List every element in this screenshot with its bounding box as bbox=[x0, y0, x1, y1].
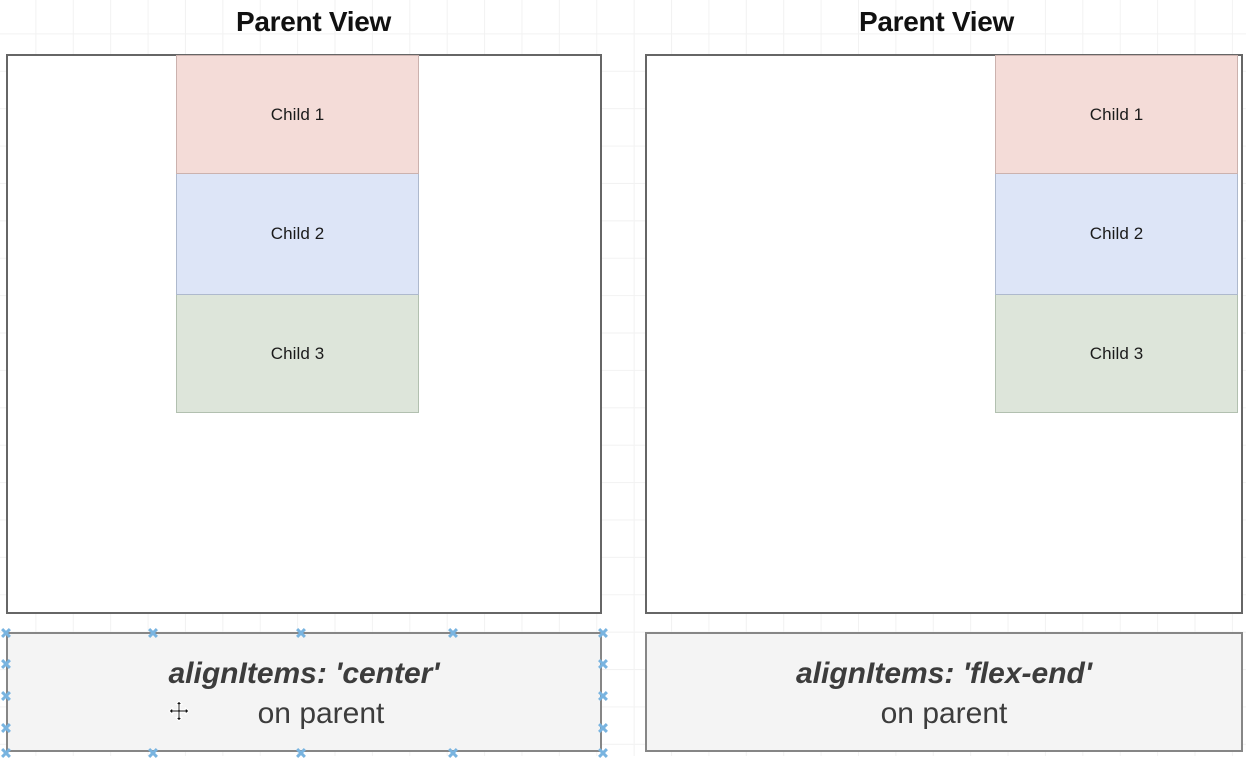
resize-handle-icon[interactable] bbox=[0, 627, 11, 638]
resize-handle-icon[interactable] bbox=[597, 690, 608, 701]
diagram-panel-flex-end: Parent View Child 1 Child 2 Child 3 alig… bbox=[623, 0, 1246, 756]
caption-property-right: alignItems: 'flex-end' bbox=[796, 657, 1092, 690]
caption-target-right: on parent bbox=[880, 697, 1008, 730]
child-box-2[interactable]: Child 2 bbox=[995, 174, 1238, 295]
resize-handle-icon[interactable] bbox=[147, 627, 158, 638]
diagram-panel-center: Parent View Child 1 Child 2 Child 3 alig… bbox=[0, 0, 623, 756]
caption-property-left: alignItems: 'center' bbox=[168, 657, 440, 690]
resize-handle-icon[interactable] bbox=[0, 722, 11, 733]
child-box-1-label: Child 1 bbox=[1089, 104, 1144, 124]
resize-handle-icon[interactable] bbox=[597, 722, 608, 733]
caption-target-left: on parent bbox=[257, 697, 385, 730]
children-stack-right: Child 1 Child 2 Child 3 bbox=[995, 55, 1238, 413]
child-box-2[interactable]: Child 2 bbox=[176, 174, 419, 295]
resize-handle-icon[interactable] bbox=[597, 627, 608, 638]
child-box-1[interactable]: Child 1 bbox=[995, 55, 1238, 174]
caption-box-right[interactable]: alignItems: 'flex-end' on parent bbox=[645, 632, 1243, 752]
resize-handle-icon[interactable] bbox=[147, 747, 158, 758]
resize-handle-icon[interactable] bbox=[447, 627, 458, 638]
resize-handle-icon[interactable] bbox=[295, 747, 306, 758]
resize-handle-icon[interactable] bbox=[447, 747, 458, 758]
caption-box-left[interactable]: alignItems: 'center' on parent bbox=[6, 632, 602, 752]
resize-handle-icon[interactable] bbox=[597, 747, 608, 758]
resize-handle-icon[interactable] bbox=[295, 627, 306, 638]
child-box-3-label: Child 3 bbox=[1089, 343, 1144, 363]
child-box-1-label: Child 1 bbox=[270, 104, 325, 124]
child-box-1[interactable]: Child 1 bbox=[176, 55, 419, 174]
resize-handle-icon[interactable] bbox=[0, 690, 11, 701]
resize-handle-icon[interactable] bbox=[0, 658, 11, 669]
panel-title-left: Parent View bbox=[236, 6, 391, 37]
child-box-3[interactable]: Child 3 bbox=[176, 295, 419, 413]
child-box-2-label: Child 2 bbox=[270, 224, 325, 243]
panel-title-right: Parent View bbox=[859, 6, 1014, 37]
child-box-2-label: Child 2 bbox=[1089, 224, 1144, 243]
move-cursor-icon bbox=[168, 700, 190, 722]
resize-handle-icon[interactable] bbox=[597, 658, 608, 669]
resize-handle-icon[interactable] bbox=[0, 747, 11, 758]
children-stack-left: Child 1 Child 2 Child 3 bbox=[176, 55, 419, 413]
child-box-3-label: Child 3 bbox=[270, 343, 325, 363]
child-box-3[interactable]: Child 3 bbox=[995, 295, 1238, 413]
